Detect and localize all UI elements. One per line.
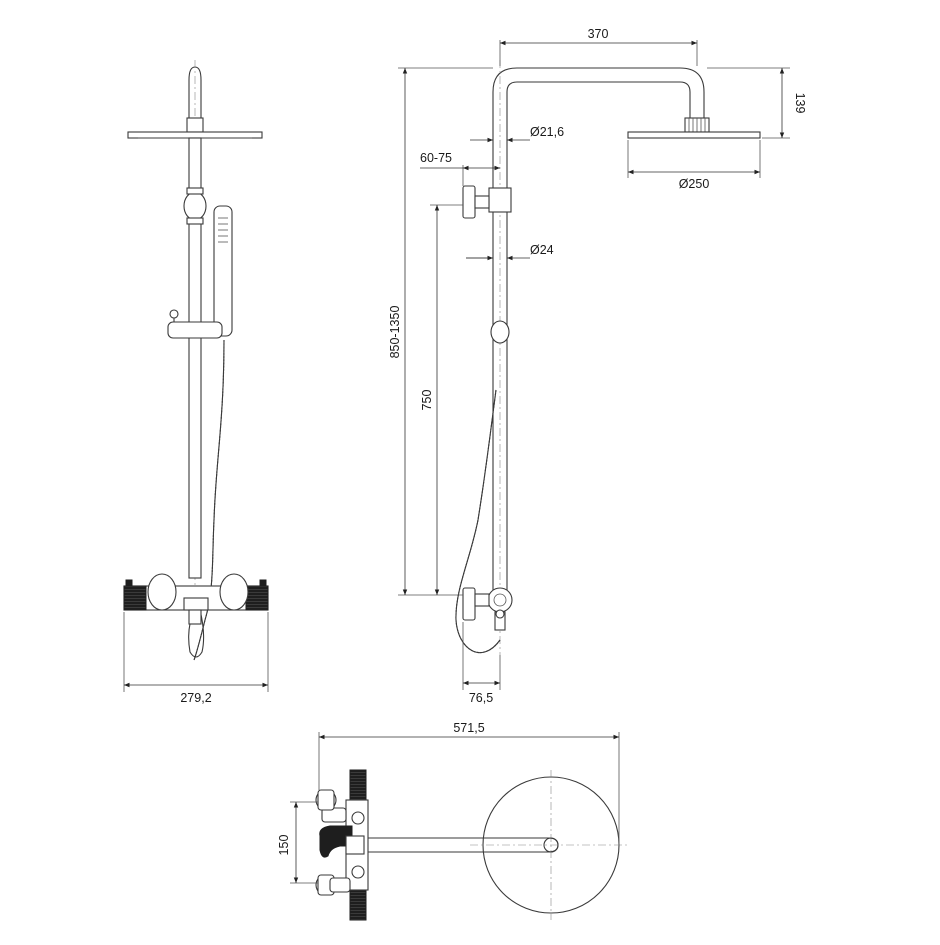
top-view: 571,5 150: [277, 721, 630, 921]
side-arm-pipe-outer: [492, 67, 705, 600]
head-height-label: 139: [793, 93, 807, 114]
front-right-handle: [245, 585, 269, 611]
arm-pipe-diameter-label: Ø21,6: [530, 125, 564, 139]
front-left-inlet: [147, 573, 177, 611]
front-left-handle: [123, 585, 147, 611]
top-total-width-label: 571,5: [453, 721, 484, 735]
side-arm-pipe-inner: [506, 81, 691, 600]
front-rain-head: [127, 131, 263, 139]
front-slider: [167, 321, 223, 339]
side-slider-ball: [490, 320, 510, 344]
front-hand-shower: [213, 205, 233, 337]
front-view: 279,2: [123, 60, 269, 705]
inlet-spacing-label: 150: [277, 835, 291, 856]
side-rain-head: [627, 131, 761, 139]
top-spout: [319, 825, 353, 858]
front-right-inlet: [219, 573, 249, 611]
side-diverter-block: [488, 187, 512, 213]
wall-distance-label: 60-75: [420, 151, 452, 165]
mixer-depth-label: 76,5: [469, 691, 493, 705]
side-view: 370 139 Ø21,6 60-75 Ø250 Ø24 850-1350: [388, 27, 807, 705]
arm-reach-label: 370: [588, 27, 609, 41]
side-diverter-knob: [462, 185, 476, 219]
column-diameter-label: Ø24: [530, 243, 554, 257]
column-length-label: 750: [420, 390, 434, 411]
side-mixer-knob: [487, 587, 513, 613]
top-arm: [360, 837, 548, 853]
height-range-label: 850-1350: [388, 306, 402, 359]
head-diameter-label: Ø250: [679, 177, 710, 191]
front-column: [188, 137, 202, 579]
front-base-width-label: 279,2: [180, 691, 211, 705]
front-head-connector: [186, 117, 204, 133]
front-diverter: [183, 191, 207, 221]
front-hose-elbow: [188, 609, 205, 658]
